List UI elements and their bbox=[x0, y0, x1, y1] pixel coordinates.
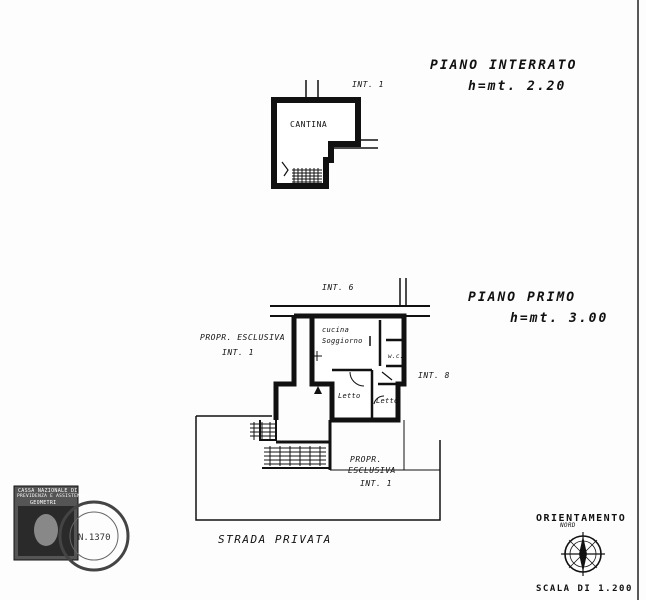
basement-room-label: CANTINA bbox=[290, 120, 328, 129]
yard-boundary bbox=[195, 416, 441, 521]
bedroom-2-label: Letto bbox=[376, 397, 399, 405]
basement-door bbox=[281, 161, 289, 177]
bedroom-1-label: Letto bbox=[338, 392, 361, 400]
living-label: Soggiorno bbox=[322, 337, 363, 345]
kitchen-label: cucina bbox=[322, 326, 350, 334]
scale-label: SCALA DI 1.200 bbox=[536, 584, 633, 594]
basement-height: h=mt. 2.20 bbox=[468, 79, 567, 94]
first-floor-title: PIANO PRIMO bbox=[468, 290, 577, 305]
basement-plan bbox=[271, 80, 378, 189]
right-unit-label: INT. 8 bbox=[418, 371, 450, 380]
first-floor-height: h=mt. 3.00 bbox=[510, 311, 609, 326]
north-label: NORD bbox=[560, 522, 576, 529]
yard-owner-label-2: ESCLUSIVA bbox=[348, 466, 396, 475]
first-floor-top-label: INT. 6 bbox=[322, 283, 354, 292]
private-road-label: STRADA PRIVATA bbox=[218, 533, 332, 546]
left-owner-label: PROPR. ESCLUSIVA bbox=[200, 333, 286, 342]
yard-owner-label: PROPR. bbox=[350, 455, 382, 464]
first-floor-walls bbox=[294, 313, 407, 423]
official-stamp: N.1370 CASSA NAZIONALE DI PREVIDENZA E A… bbox=[12, 484, 130, 584]
compass-icon bbox=[561, 532, 605, 576]
wc-label: w.c. bbox=[388, 353, 404, 360]
first-floor-stairs bbox=[250, 422, 326, 466]
first-floor-plan bbox=[195, 278, 441, 521]
stamp-text-2: PREVIDENZA E ASSISTENZA bbox=[17, 494, 87, 499]
basement-unit-label: INT. 1 bbox=[352, 80, 384, 89]
stamp-graphic: N.1370 bbox=[13, 485, 130, 572]
left-unit-label: INT. 1 bbox=[222, 348, 254, 357]
yard-unit-label: INT. 1 bbox=[360, 479, 392, 488]
stamp-text-1: CASSA NAZIONALE DI bbox=[18, 488, 78, 494]
basement-title: PIANO INTERRATO bbox=[430, 58, 578, 73]
orientation-title: ORIENTAMENTO bbox=[536, 513, 627, 524]
stamp-text-3: GEOMETRI bbox=[30, 500, 57, 506]
basement-stairs bbox=[292, 168, 322, 184]
basement-walls bbox=[271, 97, 361, 189]
svg-text:N.1370: N.1370 bbox=[78, 533, 111, 543]
